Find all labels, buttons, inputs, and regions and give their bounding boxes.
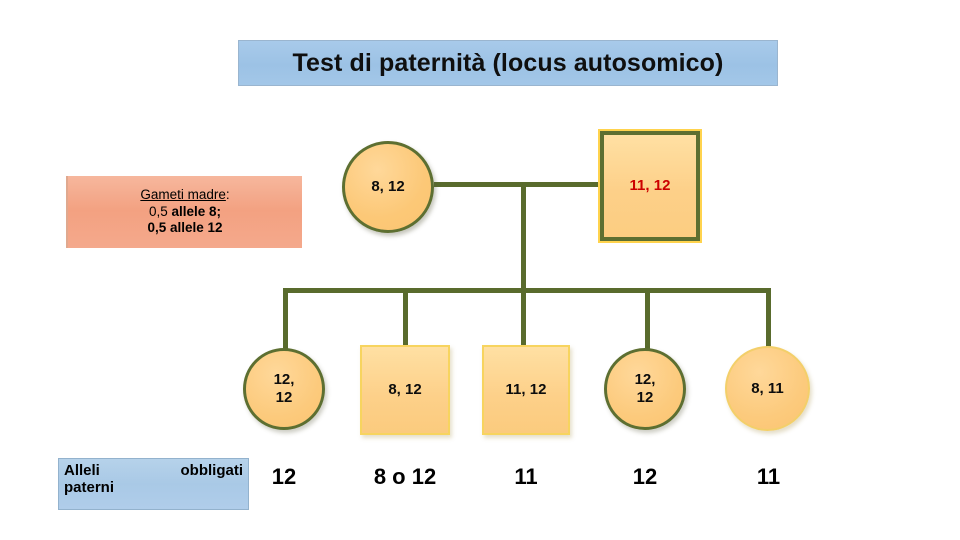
gameti-madre-line-2: 0,5 allele 8; [149, 204, 221, 220]
gameti-madre-box: Gameti madre: 0,5 allele 8; 0,5 allele 1… [66, 176, 302, 248]
gameti-madre-line2-bold: allele 8; [171, 203, 222, 219]
alleli-label-line-1: Alleli obbligati [64, 462, 243, 479]
father-node[interactable]: 11, 12 [598, 129, 702, 243]
paternal-allele-4: 12 [632, 464, 658, 489]
child-4-genotype-line-1: 12, [634, 371, 656, 389]
mother-node[interactable]: 8, 12 [342, 141, 434, 233]
gameti-madre-line2-prefix: 0,5 [148, 203, 172, 219]
gameti-madre-heading-colon: : [225, 187, 230, 203]
sibship-descender-line [521, 182, 526, 292]
page-title: Test di paternità (locus autosomico) [292, 48, 724, 77]
child-3-genotype-label: 11, 12 [505, 381, 547, 399]
mating-line [434, 182, 600, 187]
child-4-genotype-line-2: 12 [636, 389, 654, 406]
child-drop-line-1 [283, 288, 288, 351]
child-drop-line-4 [645, 288, 650, 351]
paternal-allele-3: 11 [514, 464, 538, 489]
slide-title-box: Test di paternità (locus autosomico) [238, 40, 778, 86]
child-node-1[interactable]: 12, 12 [243, 348, 325, 430]
alleli-label-word-2: obbligati [180, 462, 244, 479]
child-1-genotype-line-1: 12, [273, 371, 295, 389]
gameti-madre-heading: Gameti madre: [140, 187, 229, 203]
child-node-2[interactable]: 8, 12 [360, 345, 450, 435]
mother-genotype-label: 8, 12 [371, 178, 405, 196]
sibship-line [283, 288, 771, 293]
gameti-madre-line-3: 0,5 allele 12 [147, 220, 223, 236]
child-drop-line-2 [403, 288, 408, 351]
gameti-madre-heading-text: Gameti madre [140, 187, 226, 203]
child-drop-line-5 [766, 288, 771, 351]
child-1-genotype-label: 12, 12 [274, 371, 295, 406]
paternal-allele-1: 12 [271, 464, 297, 489]
paternal-allele-2: 8 o 12 [373, 464, 437, 489]
alleli-obbligati-paterni-box: Alleli obbligati paterni [58, 458, 249, 510]
father-genotype-label: 11, 12 [629, 177, 671, 195]
child-4-genotype-label: 12, 12 [635, 371, 656, 406]
child-1-genotype-line-2: 12 [275, 389, 293, 406]
child-node-3[interactable]: 11, 12 [482, 345, 570, 435]
child-drop-line-3 [521, 288, 526, 351]
alleli-label-word-1: Alleli [64, 462, 100, 479]
child-node-4[interactable]: 12, 12 [604, 348, 686, 430]
alleli-label-line-2: paterni [64, 479, 115, 496]
child-node-5[interactable]: 8, 11 [725, 346, 810, 431]
paternal-allele-5: 11 [756, 464, 781, 489]
child-2-genotype-label: 8, 12 [388, 381, 422, 399]
child-5-genotype-label: 8, 11 [751, 379, 784, 397]
